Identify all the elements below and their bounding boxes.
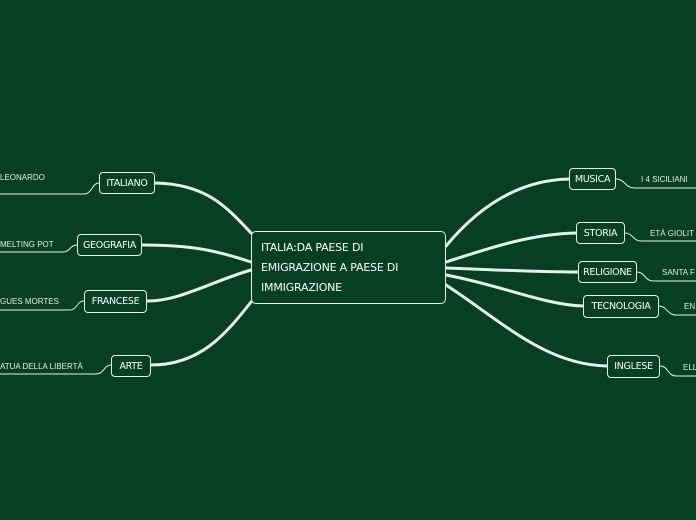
connector-geografia — [140, 243, 253, 264]
subtopic-4-siciliani[interactable]: I 4 SICILIANI — [641, 175, 688, 184]
leaf-line-en — [658, 305, 696, 316]
topic-italiano[interactable]: ITALIANO — [99, 172, 155, 194]
subtopic-ell[interactable]: ELL — [683, 363, 696, 372]
leaf-line-leonardo — [0, 182, 100, 195]
connector-arte — [149, 300, 253, 367]
leaf-line-melting-pot — [0, 244, 78, 253]
connector-religione — [444, 266, 580, 274]
topic-musica[interactable]: MUSICA — [569, 168, 616, 190]
leaf-line-statua — [0, 364, 112, 375]
topic-francese[interactable]: FRANCESE — [84, 290, 147, 313]
leaf-line-aigues-mortes — [0, 300, 85, 311]
connector-tecnologia — [444, 273, 585, 308]
connector-italiano — [153, 181, 253, 235]
subtopic-eta-giolittiana[interactable]: ETÀ GIOLIT — [650, 229, 695, 238]
connector-francese — [145, 268, 253, 303]
connector-musica — [444, 177, 571, 248]
central-topic[interactable]: ITALIA:DA PAESE DI EMIGRAZIONE A PAESE D… — [251, 231, 446, 304]
subtopic-leonardo[interactable]: LEONARDO — [0, 173, 45, 182]
leaf-line-siciliani — [615, 178, 696, 189]
connector-inglese — [444, 283, 609, 368]
topic-geografia[interactable]: GEOGRAFIA — [77, 234, 142, 256]
leaf-line-ell — [659, 365, 696, 377]
subtopic-santa[interactable]: SANTA F — [662, 268, 695, 277]
subtopic-melting-pot[interactable]: MELTING POT — [0, 240, 54, 249]
topic-inglese[interactable]: INGLESE — [607, 355, 660, 378]
leaf-line-giolitti — [624, 232, 696, 242]
connector-storia — [444, 231, 578, 264]
topic-storia[interactable]: STORIA — [576, 222, 625, 244]
leaf-line-santa — [636, 271, 696, 282]
subtopic-statua-liberta[interactable]: ATUA DELLA LIBERTÀ — [0, 362, 83, 371]
topic-arte[interactable]: ARTE — [111, 355, 151, 377]
subtopic-aigues-mortes[interactable]: GUES MORTES — [0, 297, 59, 306]
topic-tecnologia[interactable]: TECNOLOGIA — [583, 295, 659, 318]
topic-religione[interactable]: RELIGIONE — [578, 261, 637, 283]
subtopic-en[interactable]: EN — [684, 302, 696, 311]
